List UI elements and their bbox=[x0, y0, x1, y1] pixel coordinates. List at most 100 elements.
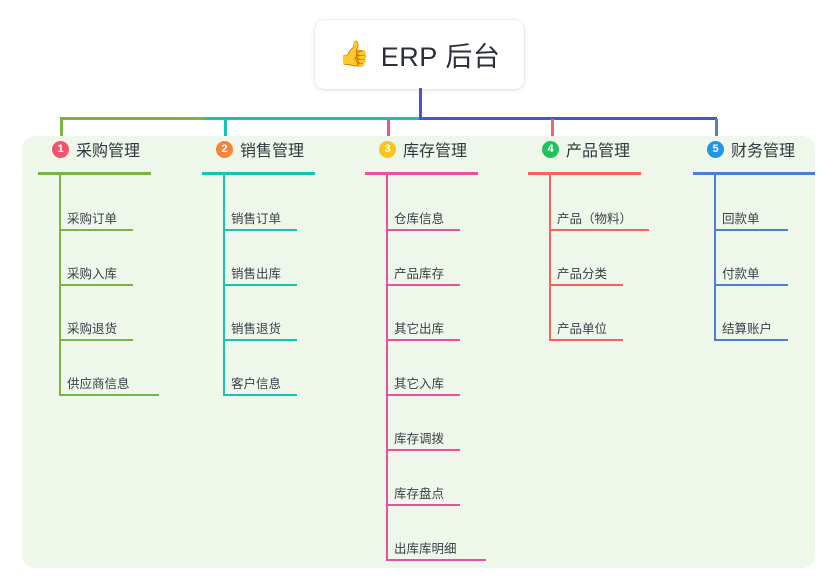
leaf-item[interactable]: 供应商信息 bbox=[59, 372, 159, 396]
branch-title-5: 财务管理 bbox=[731, 143, 796, 160]
branch-badge-5: 5 bbox=[707, 140, 724, 158]
branch-panel: 1 采购管理采购订单采购入库采购退货供应商信息 2 销售管理销售订单销售出库销售退货客… bbox=[22, 136, 815, 568]
leaf-item-rule bbox=[223, 229, 297, 231]
leaf-item-rule bbox=[59, 229, 133, 231]
leaf-item[interactable]: 产品（物料） bbox=[549, 207, 649, 231]
leaf-item[interactable]: 产品库存 bbox=[386, 262, 460, 286]
leaf-item-label: 销售订单 bbox=[231, 212, 282, 226]
branch-rule-3 bbox=[365, 172, 478, 175]
bar-seg-green bbox=[60, 117, 206, 120]
leaf-item-rule bbox=[386, 559, 486, 561]
leaf-item[interactable]: 库存调拨 bbox=[386, 427, 460, 451]
leaf-item-rule bbox=[223, 394, 297, 396]
branch-header-3[interactable]: 3 库存管理 bbox=[365, 136, 515, 162]
branch-title-1: 采购管理 bbox=[76, 143, 141, 160]
leaf-item[interactable]: 采购入库 bbox=[59, 262, 133, 286]
trunk-connector bbox=[419, 88, 422, 119]
leaf-item-rule bbox=[386, 394, 460, 396]
branch-badge-2: 2 bbox=[216, 140, 233, 158]
leaf-item-label: 付款单 bbox=[722, 267, 760, 281]
branch-column-5: 5 财务管理回款单付款单结算账户 bbox=[693, 136, 839, 341]
leaf-item-label: 销售退货 bbox=[231, 322, 282, 336]
leaf-item-label: 出库库明细 bbox=[394, 542, 457, 556]
leaf-item-label: 采购退货 bbox=[67, 322, 118, 336]
leaf-item-label: 采购订单 bbox=[67, 212, 118, 226]
branch-header-2[interactable]: 2 销售管理 bbox=[202, 136, 352, 162]
leaf-item-label: 产品分类 bbox=[557, 267, 608, 281]
leaf-item-label: 供应商信息 bbox=[67, 377, 130, 391]
drop-inventory bbox=[387, 119, 390, 149]
branch-header-4[interactable]: 4 产品管理 bbox=[528, 136, 678, 162]
leaf-item-rule bbox=[386, 284, 460, 286]
leaf-item[interactable]: 产品单位 bbox=[549, 317, 623, 341]
branch-title-3: 库存管理 bbox=[403, 143, 468, 160]
branch-rule-2 bbox=[202, 172, 315, 175]
branch-badge-3: 3 bbox=[379, 140, 396, 158]
root-title: ERP 后台 bbox=[380, 42, 501, 72]
branch-rule-5 bbox=[693, 172, 815, 175]
branch-title-4: 产品管理 bbox=[566, 143, 631, 160]
leaf-item-rule bbox=[59, 339, 133, 341]
leaf-item-label: 库存调拨 bbox=[394, 432, 445, 446]
leaf-item-label: 产品（物料） bbox=[557, 212, 633, 226]
branch-column-2: 2 销售管理销售订单销售出库销售退货客户信息 bbox=[202, 136, 352, 396]
leaf-item[interactable]: 销售出库 bbox=[223, 262, 297, 286]
root-node[interactable]: 👍 ERP 后台 bbox=[315, 20, 524, 89]
branch-rule-4 bbox=[528, 172, 641, 175]
leaf-item-label: 采购入库 bbox=[67, 267, 118, 281]
leaf-item[interactable]: 采购订单 bbox=[59, 207, 133, 231]
branch-header-5[interactable]: 5 财务管理 bbox=[693, 136, 839, 162]
leaf-item-rule bbox=[59, 284, 133, 286]
branch-spine-4 bbox=[549, 175, 551, 341]
leaf-item-rule bbox=[714, 229, 788, 231]
branch-rule-1 bbox=[38, 172, 151, 175]
leaf-item-rule bbox=[386, 339, 460, 341]
bar-seg-teal bbox=[205, 117, 420, 120]
leaf-item-label: 其它出库 bbox=[394, 322, 445, 336]
leaf-item-label: 销售出库 bbox=[231, 267, 282, 281]
leaf-item-rule bbox=[223, 339, 297, 341]
leaf-item[interactable]: 产品分类 bbox=[549, 262, 623, 286]
leaf-item-rule bbox=[549, 339, 623, 341]
leaf-item[interactable]: 仓库信息 bbox=[386, 207, 460, 231]
leaf-item[interactable]: 其它出库 bbox=[386, 317, 460, 341]
leaf-item-label: 仓库信息 bbox=[394, 212, 445, 226]
leaf-item-rule bbox=[59, 394, 159, 396]
leaf-item-rule bbox=[714, 284, 788, 286]
leaf-item[interactable]: 出库库明细 bbox=[386, 537, 486, 561]
leaf-item[interactable]: 采购退货 bbox=[59, 317, 133, 341]
leaf-item[interactable]: 销售退货 bbox=[223, 317, 297, 341]
branch-title-2: 销售管理 bbox=[240, 143, 305, 160]
branch-column-3: 3 库存管理仓库信息产品库存其它出库其它入库库存调拨库存盘点出库库明细 bbox=[365, 136, 515, 561]
leaf-item-rule bbox=[549, 284, 623, 286]
leaf-item-label: 其它入库 bbox=[394, 377, 445, 391]
leaf-item-label: 产品库存 bbox=[394, 267, 445, 281]
leaf-item[interactable]: 库存盘点 bbox=[386, 482, 460, 506]
branch-column-1: 1 采购管理采购订单采购入库采购退货供应商信息 bbox=[38, 136, 188, 396]
leaf-item[interactable]: 结算账户 bbox=[714, 317, 788, 341]
branch-spine-5 bbox=[714, 175, 716, 341]
leaf-item-rule bbox=[714, 339, 788, 341]
leaf-item[interactable]: 客户信息 bbox=[223, 372, 297, 396]
leaf-item[interactable]: 其它入库 bbox=[386, 372, 460, 396]
leaf-item-rule bbox=[386, 229, 460, 231]
leaf-item-rule bbox=[549, 229, 649, 231]
leaf-item-rule bbox=[223, 284, 297, 286]
leaf-item-label: 客户信息 bbox=[231, 377, 282, 391]
drop-finance bbox=[715, 119, 718, 149]
leaf-item[interactable]: 回款单 bbox=[714, 207, 788, 231]
drop-sales bbox=[224, 119, 227, 149]
leaf-item[interactable]: 付款单 bbox=[714, 262, 788, 286]
drop-product bbox=[551, 119, 554, 149]
branch-spine-3 bbox=[386, 175, 388, 561]
leaf-item[interactable]: 销售订单 bbox=[223, 207, 297, 231]
leaf-item-label: 产品单位 bbox=[557, 322, 608, 336]
leaf-item-rule bbox=[386, 504, 460, 506]
branch-header-1[interactable]: 1 采购管理 bbox=[38, 136, 188, 162]
leaf-item-label: 结算账户 bbox=[722, 322, 773, 336]
branch-badge-1: 1 bbox=[52, 140, 69, 158]
bar-seg-indigo bbox=[419, 117, 717, 120]
drop-purchase bbox=[60, 119, 63, 149]
branch-badge-4: 4 bbox=[542, 140, 559, 158]
